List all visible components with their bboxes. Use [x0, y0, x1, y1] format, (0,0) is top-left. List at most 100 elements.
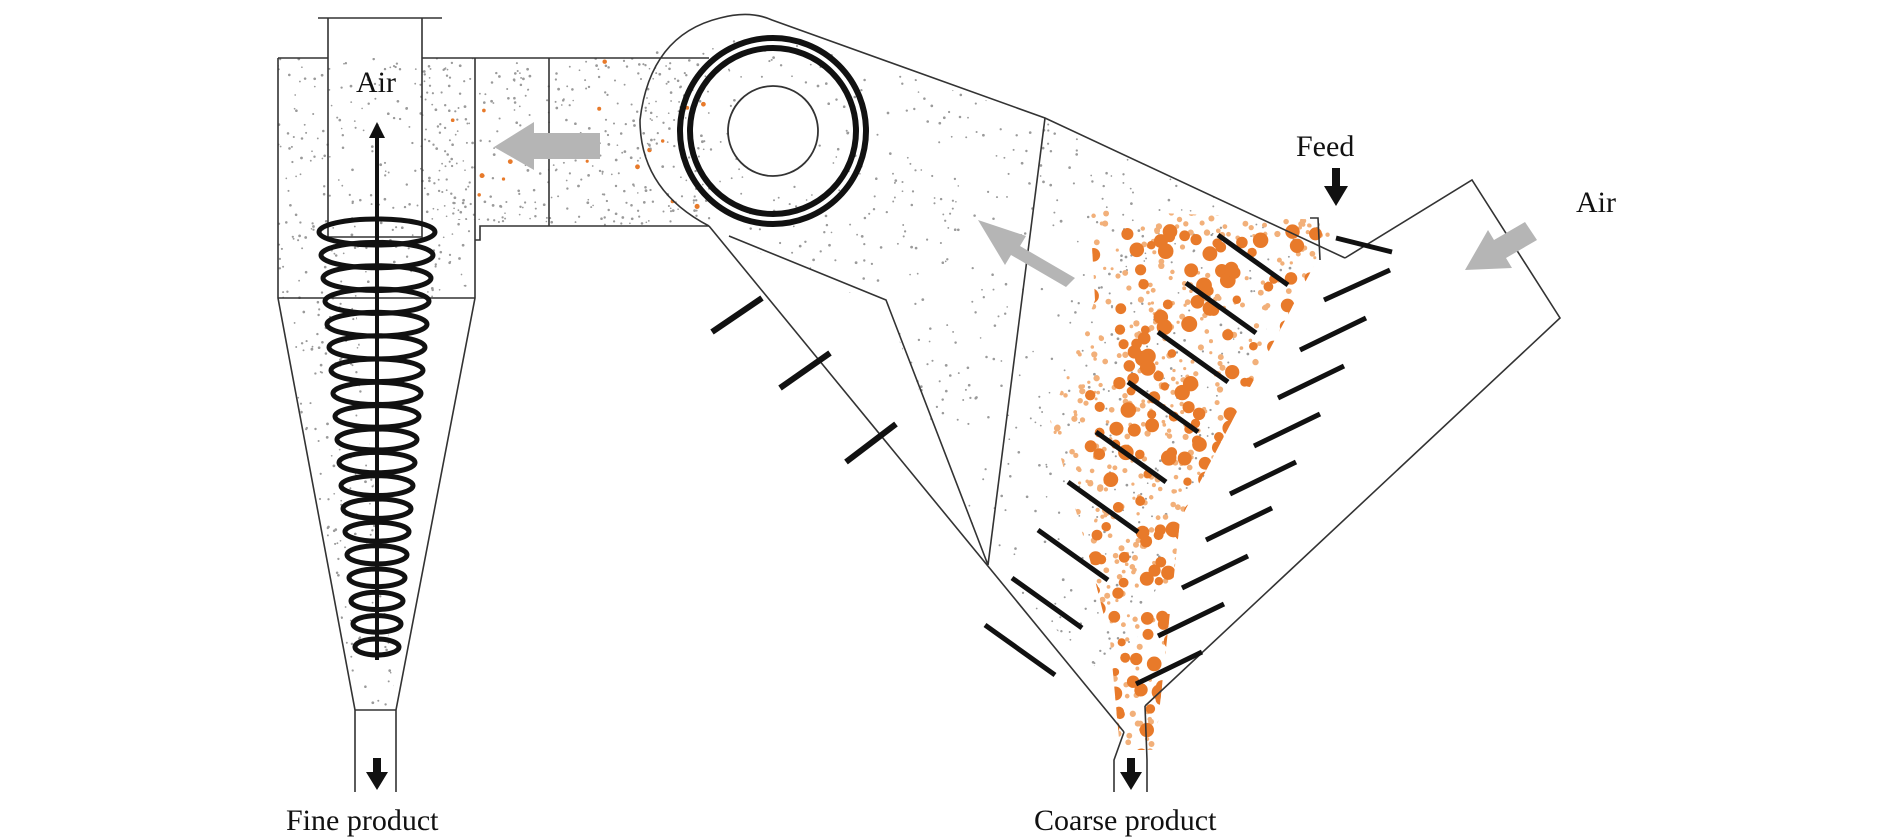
- fine-dot: [1022, 620, 1026, 624]
- fine-dot: [788, 203, 791, 206]
- fine-dot: [1067, 423, 1070, 427]
- fine-dot: [816, 331, 819, 335]
- coarse-light-dot: [1218, 752, 1222, 756]
- fine-dot: [665, 35, 667, 38]
- coarse-light-dot: [1062, 552, 1066, 556]
- fine-dot: [1309, 181, 1312, 184]
- coarse-light-dot: [1168, 659, 1174, 665]
- fine-dot: [729, 104, 732, 107]
- coarse-light-dot: [1305, 511, 1310, 517]
- fine-dot: [894, 515, 897, 519]
- fine-dot: [1068, 166, 1071, 169]
- fine-dot: [967, 116, 969, 119]
- fine-dot: [677, 461, 680, 464]
- fine-dot: [603, 216, 606, 219]
- fine-dot: [946, 553, 949, 556]
- fine-dot: [877, 322, 880, 325]
- coarse-particle: [1242, 532, 1254, 543]
- coarse-particle: [1093, 448, 1106, 460]
- fine-dot: [1007, 172, 1010, 175]
- fine-dot: [1305, 284, 1308, 286]
- fine-dot: [405, 255, 409, 258]
- fine-dot: [414, 169, 417, 172]
- fine-dot: [977, 617, 980, 620]
- coarse-light-dot: [1176, 612, 1180, 616]
- coarse-light-dot: [1099, 596, 1106, 603]
- fine-dot: [356, 346, 359, 349]
- fine-dot: [759, 252, 762, 255]
- coarse-particle: [1114, 324, 1126, 335]
- coarse-light-dot: [1298, 225, 1302, 230]
- fine-dot: [463, 105, 467, 108]
- fine-dot: [1121, 52, 1123, 54]
- fine-dot: [387, 680, 390, 683]
- coarse-light-dot: [1248, 338, 1253, 343]
- fine-dot: [406, 613, 409, 616]
- fine-dot: [701, 572, 704, 575]
- fine-dot: [845, 492, 849, 496]
- coarse-light-dot: [1302, 315, 1307, 320]
- coarse-light-dot: [1177, 567, 1182, 573]
- fine-dot: [462, 198, 465, 202]
- coarse-particle: [1186, 511, 1195, 521]
- fine-dot: [555, 72, 558, 75]
- coarse-light-dot: [1107, 533, 1113, 539]
- fine-dot: [642, 422, 645, 425]
- coarse-light-dot: [1080, 716, 1085, 720]
- coarse-light-dot: [1276, 516, 1283, 523]
- fine-dot: [607, 208, 610, 212]
- coarse-light-dot: [1222, 224, 1228, 229]
- coarse-light-dot: [1144, 198, 1150, 204]
- fine-dot: [460, 273, 463, 276]
- fine-dot: [901, 347, 904, 350]
- coarse-light-dot: [1283, 218, 1289, 225]
- coarse-light-dot: [1170, 376, 1176, 382]
- fine-dot: [293, 400, 296, 403]
- coarse-particle: [1202, 745, 1211, 750]
- fine-dot: [746, 574, 750, 578]
- fine-dot: [851, 330, 854, 333]
- fine-dot: [1265, 607, 1268, 610]
- louver-blade-right-6: [1228, 459, 1298, 497]
- fine-dot: [875, 594, 878, 597]
- fine-dot: [1238, 426, 1241, 429]
- fine-dot: [304, 236, 308, 239]
- coarse-light-dot: [1115, 273, 1121, 279]
- fine-dot: [661, 165, 665, 168]
- coarse-light-dot: [1226, 451, 1230, 456]
- coarse-light-dot: [1324, 344, 1330, 350]
- fine-dot: [603, 223, 606, 226]
- coarse-light-dot: [1238, 635, 1245, 642]
- coarse-light-dot: [1257, 610, 1261, 615]
- coarse-light-dot: [1215, 228, 1221, 234]
- fine-dot: [1324, 668, 1327, 672]
- fine-dot: [344, 546, 346, 549]
- fine-dot: [945, 49, 948, 53]
- fine-dot: [513, 96, 516, 100]
- fine-dot: [1279, 166, 1281, 169]
- fine-dot: [660, 42, 663, 45]
- fine-dot: [851, 485, 854, 488]
- coarse-light-dot: [1108, 406, 1115, 413]
- fine-dot: [442, 401, 445, 403]
- coarse-particle: [1190, 295, 1205, 309]
- fine-dot: [635, 110, 639, 113]
- coarse-particle: [1142, 628, 1154, 640]
- fine-dot: [1049, 472, 1052, 476]
- fine-dot: [432, 405, 435, 407]
- fine-dot: [333, 649, 336, 653]
- coarse-light-dot: [1205, 272, 1211, 279]
- fine-dot: [450, 61, 454, 65]
- fine-dot: [956, 652, 959, 655]
- fine-dot: [339, 645, 342, 649]
- louver-blade-left-9: [983, 622, 1057, 678]
- fine-dot: [370, 203, 373, 206]
- coarse-light-dot: [1060, 463, 1065, 468]
- coarse-light-dot: [1225, 717, 1232, 724]
- fine-dot: [816, 84, 820, 88]
- fine-dot: [702, 52, 705, 55]
- fine-dot: [633, 185, 635, 187]
- fine-dot: [705, 527, 709, 531]
- fine-dot: [1038, 463, 1041, 467]
- fine-dot: [362, 129, 365, 132]
